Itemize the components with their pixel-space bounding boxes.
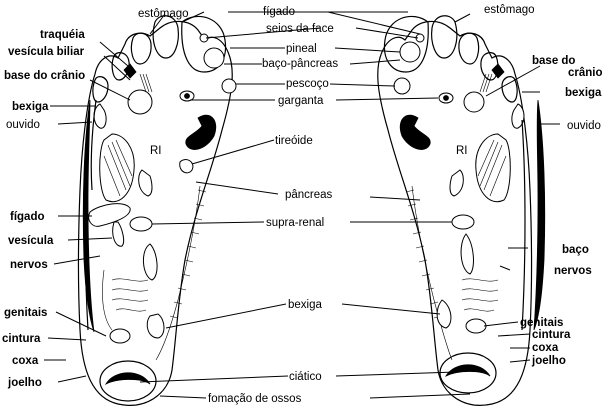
right-hatch-top <box>479 73 493 93</box>
label-seios-da-face: seios da face <box>266 23 334 35</box>
left-bladder-shape <box>146 313 165 339</box>
left-intestine-side <box>102 269 113 331</box>
label-baco-pancreas: baço-pâncreas <box>262 58 338 70</box>
label-estomago-right: estômago <box>484 4 535 16</box>
right-side-line <box>521 119 526 331</box>
right-spine-line <box>411 185 453 361</box>
left-lung-hatch <box>103 139 133 197</box>
label-ouvido-left: ouvido <box>6 119 40 131</box>
label-garganta: garganta <box>278 95 324 107</box>
leader-lines <box>44 11 560 399</box>
label-coxa-left: coxa <box>12 355 39 367</box>
right-trachea-shape <box>491 63 505 79</box>
right-foot-outline <box>377 20 533 406</box>
label-bexiga-right: bexiga <box>565 87 602 99</box>
label-figado-top: fígado <box>263 6 295 18</box>
left-spine-ticks <box>169 189 207 319</box>
right-spleen-shape <box>460 233 474 275</box>
right-toe-2 <box>431 15 458 59</box>
left-genitals-shape <box>109 328 131 344</box>
left-adrenal-shape <box>129 216 153 232</box>
label-nervos-right: nervos <box>554 265 592 277</box>
label-genitais-left: genitais <box>4 307 47 319</box>
label-vesicula-biliar: vesícula biliar <box>8 46 85 58</box>
right-ear-shape <box>511 103 525 129</box>
label-joelho-left: joelho <box>7 377 42 389</box>
label-estomago-left: estômago <box>138 8 189 20</box>
left-gallbladder-shape <box>112 221 125 247</box>
label-baco: baço <box>562 244 589 256</box>
right-foot: RI <box>82 15 546 406</box>
left-thyroid-shape <box>179 159 194 174</box>
right-intestine-lines <box>461 278 499 312</box>
label-nervos-left: nervos <box>10 259 48 271</box>
right-adrenal-shape <box>451 214 475 230</box>
left-ri-label: RI <box>150 145 162 157</box>
label-ciatico: ciático <box>289 371 322 383</box>
right-spine-ticks <box>405 189 443 319</box>
label-pescoco: pescoço <box>286 78 329 90</box>
left-toe-3 <box>130 32 152 65</box>
left-ear-shape <box>93 103 107 129</box>
label-bexiga-left: bexiga <box>12 101 49 113</box>
label-base-do-cranio-left: base do crânio <box>4 70 85 82</box>
label-base-do: base do <box>532 55 575 67</box>
label-cintura-right: cintura <box>532 329 571 341</box>
left-foot-outline <box>77 20 233 406</box>
label-ouvido-right: ouvido <box>567 120 601 132</box>
left-eye-pupil <box>184 93 190 99</box>
label-coxa-right: coxa <box>532 342 559 354</box>
left-side-line-2 <box>90 99 97 191</box>
left-spine-line <box>155 185 201 361</box>
label-formacao-de-ossos: fomação de ossos <box>208 393 302 405</box>
right-skull-base-circle <box>463 91 485 113</box>
label-traqueia: traquéia <box>40 29 85 41</box>
label-cranio: crânio <box>568 67 603 79</box>
right-toe-5 <box>501 76 518 103</box>
right-ri-label: RI <box>456 145 468 157</box>
right-pineal-circle <box>399 41 421 63</box>
label-tireoide: tireóide <box>275 135 313 147</box>
left-colon-shape <box>143 243 158 281</box>
right-bladder-shape <box>436 299 452 329</box>
right-lung-hatch <box>477 139 507 197</box>
label-pancreas: pâncreas <box>285 189 333 201</box>
left-kidney-shape <box>138 169 153 197</box>
label-joelho-right: joelho <box>531 355 566 367</box>
left-hatch-top <box>139 73 153 93</box>
left-stomach-shape <box>185 114 217 150</box>
left-toe-5 <box>92 76 109 103</box>
right-neck-circle <box>393 77 411 95</box>
label-bexiga-center: bexiga <box>288 299 322 311</box>
right-bladder-strip <box>533 99 546 331</box>
label-figado-left: fígado <box>10 211 45 223</box>
right-toe-3 <box>458 32 480 65</box>
left-pineal-circle <box>203 47 225 69</box>
labels: fígado estômago estômago seios da face t… <box>2 4 603 405</box>
left-neck-circle <box>221 78 237 94</box>
left-bladder-strip <box>82 99 95 333</box>
right-genitals-shape <box>465 318 487 334</box>
left-toe-2 <box>152 15 179 59</box>
label-supra-renal: supra-renal <box>266 217 324 229</box>
left-skull-base-circle <box>127 89 153 115</box>
label-genitais-right: genitais <box>520 317 563 329</box>
right-stomach-shape <box>399 114 431 150</box>
label-pineal: pineal <box>286 43 317 55</box>
left-intestine-lines <box>111 278 149 312</box>
left-heel-bone <box>104 372 151 385</box>
left-liver-shape <box>88 203 131 227</box>
right-big-toe <box>383 15 429 73</box>
right-kidney-shape <box>449 169 464 197</box>
right-eye-pupil <box>443 95 449 101</box>
left-foot: RI <box>77 15 237 406</box>
right-heel-bone <box>444 364 491 377</box>
label-vesicula: vesícula <box>8 235 54 247</box>
left-toe-4 <box>111 52 130 81</box>
label-cintura-left: cintura <box>2 333 41 345</box>
